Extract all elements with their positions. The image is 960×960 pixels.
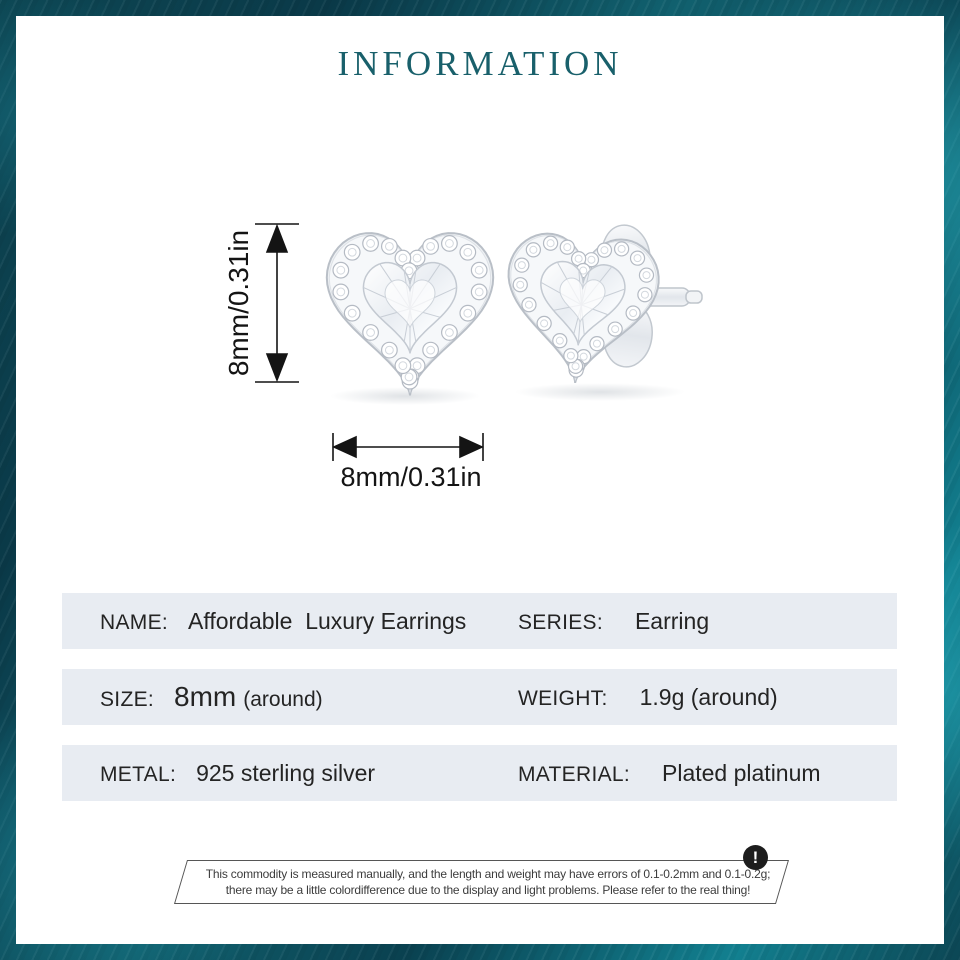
spec-table: NAME: Affordable Luxury Earrings SERIES:… — [62, 593, 897, 821]
horizontal-dimension-label: 8mm/0.31in — [340, 462, 482, 492]
spec-cell-metal: METAL: 925 sterling silver — [100, 760, 518, 787]
disclaimer-line-1: This commodity is measured manually, and… — [205, 867, 771, 881]
spec-value-weight: 1.9g (around) — [639, 683, 778, 710]
spec-label-metal: METAL: — [100, 762, 177, 786]
spec-value-material: Plated platinum — [662, 759, 821, 786]
spec-cell-material: MATERIAL: Plated platinum — [518, 760, 821, 787]
spec-row-metal-material: METAL: 925 sterling silver MATERIAL: Pla… — [62, 745, 897, 801]
spec-value-size: 8mm — [174, 681, 237, 712]
spec-value-metal: 925 sterling silver — [196, 759, 376, 786]
content-area: INFORMATION — [16, 16, 944, 944]
spec-label-size: SIZE: — [100, 688, 155, 711]
product-measurement-figure — [255, 223, 703, 461]
vertical-dimension-label: 8mm/0.31in — [223, 229, 254, 377]
spec-value-name: Affordable Luxury Earrings — [188, 607, 467, 634]
spec-value-series: Earring — [634, 607, 710, 634]
spec-cell-series: SERIES: Earring — [518, 608, 709, 635]
earring-side-view-with-post — [507, 224, 703, 384]
spec-row-name-series: NAME: Affordable Luxury Earrings SERIES:… — [62, 593, 897, 649]
spec-value-size-note: (around) — [243, 688, 323, 711]
page-title: INFORMATION — [337, 44, 623, 83]
spec-cell-name: NAME: Affordable Luxury Earrings — [100, 608, 518, 635]
disclaimer-text: This commodity is measured manually, and… — [197, 860, 779, 904]
spec-label-weight: WEIGHT: — [518, 686, 608, 710]
disclaimer-line-2: there may be a little colordifference du… — [225, 883, 751, 897]
spec-label-material: MATERIAL: — [518, 762, 630, 786]
earring-front-view — [325, 232, 495, 396]
spec-cell-weight: WEIGHT: 1.9g (around) — [518, 684, 778, 711]
spec-row-size-weight: SIZE: 8mm (around) WEIGHT: 1.9g (around) — [62, 669, 897, 725]
spec-label-series: SERIES: — [518, 610, 603, 634]
warning-exclamation-icon: ! — [743, 845, 768, 870]
disclaimer: This commodity is measured manually, and… — [173, 845, 789, 904]
spec-label-name: NAME: — [100, 610, 169, 634]
spec-cell-size: SIZE: 8mm (around) — [100, 681, 518, 713]
dimension-arrows — [255, 223, 484, 461]
